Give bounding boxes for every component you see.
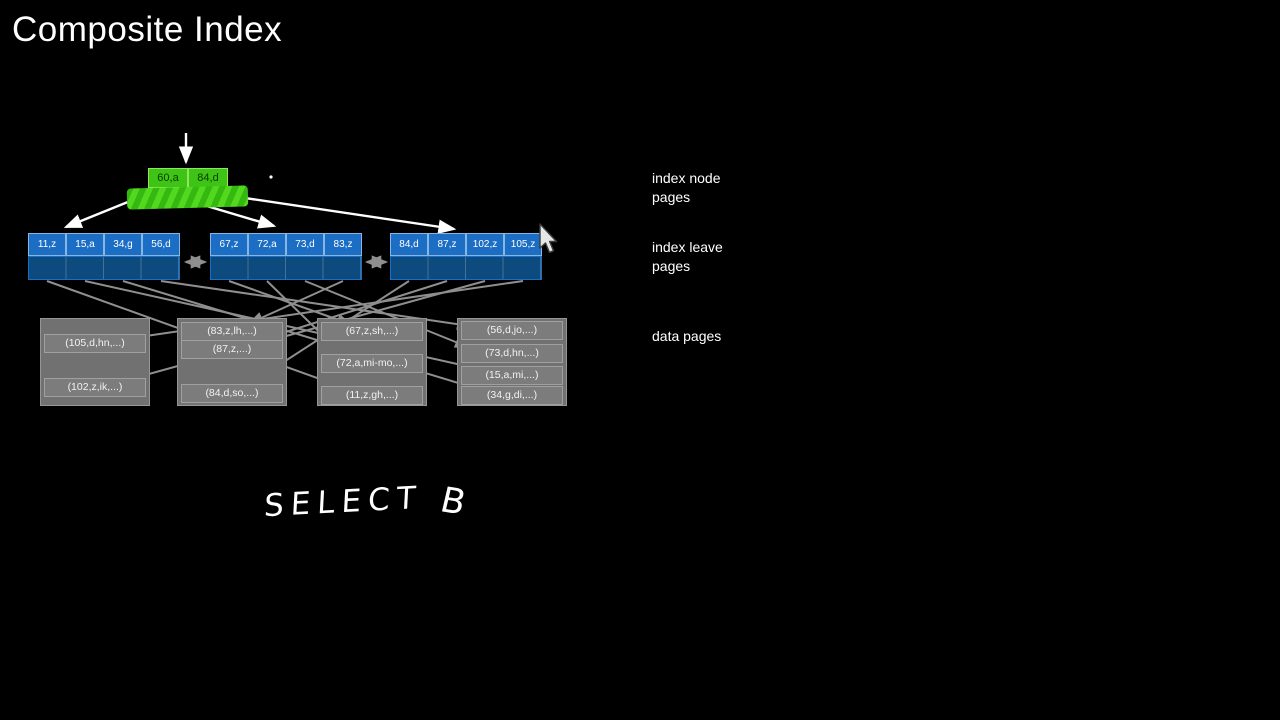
data-record: (84,d,so,...) [181, 384, 283, 403]
label-line: pages [652, 189, 691, 205]
leaf-cell: 72,a [248, 233, 286, 256]
leaf-page-body [210, 256, 362, 280]
leaf-cell: 102,z [466, 233, 504, 256]
data-record: (105,d,hn,...) [44, 334, 146, 353]
data-record: (56,d,jo,...) [461, 321, 563, 340]
index-node-cell: 60,a [148, 168, 188, 188]
leaf-cell: 87,z [428, 233, 466, 256]
data-page: (105,d,hn,...) (102,z,ik,...) [40, 318, 150, 406]
data-page: (67,z,sh,...) (72,a,mi-mo,...) (11,z,gh,… [317, 318, 427, 406]
leaf-cell: 11,z [28, 233, 66, 256]
data-record: (87,z,...) [181, 340, 283, 359]
data-page: (83,z,lh,...) (87,z,...) (84,d,so,...) [177, 318, 287, 406]
label-line: data pages [652, 328, 722, 344]
label-index-leave-pages: index leave pages [652, 238, 723, 276]
page-title: Composite Index [12, 10, 283, 49]
data-record: (34,g,di,...) [461, 386, 563, 405]
label-index-node-pages: index node pages [652, 169, 721, 207]
leaf-cell: 67,z [210, 233, 248, 256]
leaf-cell: 83,z [324, 233, 362, 256]
data-record: (83,z,lh,...) [181, 322, 283, 341]
leaf-cell: 56,d [142, 233, 180, 256]
label-data-pages: data pages [652, 327, 721, 346]
leaf-cell: 34,g [104, 233, 142, 256]
handwritten-scribble: B [436, 480, 470, 524]
label-line: index leave [652, 239, 723, 255]
data-record: (73,d,hn,...) [461, 344, 563, 363]
leaf-cell: 84,d [390, 233, 428, 256]
leaf-cell: 15,a [66, 233, 104, 256]
label-line: pages [652, 258, 691, 274]
data-record: (67,z,sh,...) [321, 322, 423, 341]
leaf-page-body [28, 256, 180, 280]
data-page: (56,d,jo,...) (73,d,hn,...) (15,a,mi,...… [457, 318, 567, 406]
index-node-scribble-bar [126, 185, 249, 210]
data-record: (102,z,ik,...) [44, 378, 146, 397]
handwritten-select-text: SELECT [263, 479, 424, 525]
leaf-cell: 105,z [504, 233, 542, 256]
data-record: (72,a,mi-mo,...) [321, 354, 423, 373]
data-record: (15,a,mi,...) [461, 366, 563, 385]
index-node-cell: 84,d [188, 168, 228, 188]
leaf-cell: 73,d [286, 233, 324, 256]
leaf-page-body [390, 256, 542, 280]
stray-dot [269, 175, 273, 179]
label-line: index node [652, 170, 721, 186]
data-record: (11,z,gh,...) [321, 386, 423, 405]
tree-arrows [63, 133, 457, 234]
